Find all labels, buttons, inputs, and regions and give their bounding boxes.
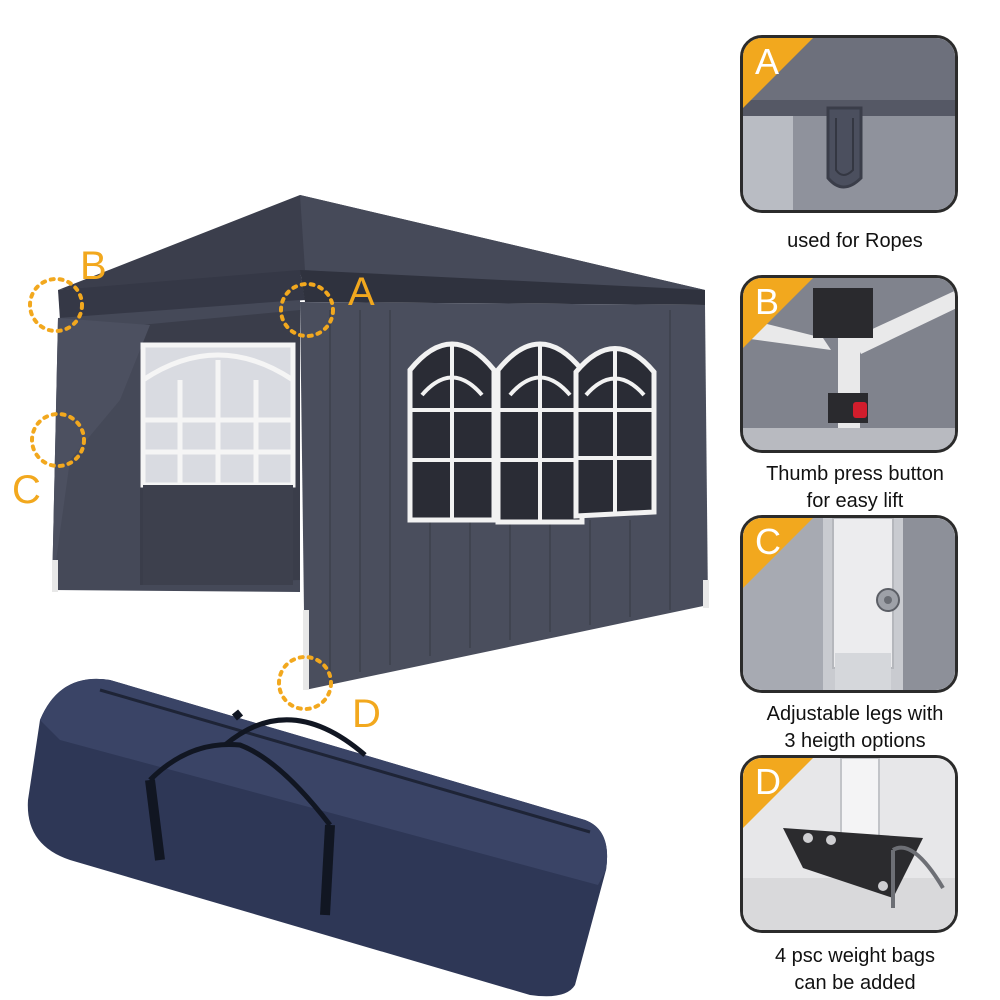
- marker-circle-a: [279, 282, 335, 338]
- marker-circle-c: [30, 412, 86, 468]
- badge-d-letter: D: [755, 761, 781, 802]
- gazebo-front-wall: [300, 302, 708, 690]
- marker-label-c: C: [12, 468, 41, 512]
- leg-foot-photo: [743, 758, 955, 930]
- caption-c-line1: Adjustable legs with: [766, 703, 944, 725]
- caption-b: Thumb press button for easy lift: [730, 461, 980, 515]
- marker-circle-b: [28, 277, 84, 333]
- gazebo-legs: [52, 560, 709, 690]
- caption-a: used for Ropes: [730, 228, 980, 255]
- caption-d: 4 psc weight bags can be added: [730, 943, 980, 997]
- front-windows: [407, 341, 657, 525]
- detail-panel-d: D: [740, 755, 958, 933]
- detail-panel-b: B: [740, 275, 958, 453]
- caption-d-line1: 4 psc weight bags: [774, 945, 936, 967]
- marker-label-b: B: [80, 244, 107, 288]
- detail-panel-c: C: [740, 515, 958, 693]
- caption-b-line1: Thumb press button: [766, 463, 944, 485]
- caption-c-line2: 3 heigth options: [784, 730, 926, 752]
- caption-a-line1: used for Ropes: [787, 230, 923, 252]
- badge-c-letter: C: [755, 521, 781, 562]
- gazebo-left-wall: [52, 300, 300, 592]
- gazebo-roof: [58, 195, 705, 320]
- badge-a-letter: A: [755, 41, 780, 82]
- detail-panel-a: A: [740, 35, 958, 213]
- carry-bag: [27, 678, 608, 997]
- caption-b-line2: for easy lift: [806, 490, 904, 512]
- marker-label-a: A: [348, 270, 375, 314]
- adjustable-leg-photo: [743, 518, 955, 690]
- caption-d-line2: can be added: [794, 972, 916, 994]
- caption-c: Adjustable legs with 3 heigth options: [730, 701, 980, 755]
- badge-b-letter: B: [755, 281, 780, 322]
- marker-circle-d: [277, 655, 333, 711]
- marker-label-d: D: [352, 692, 381, 736]
